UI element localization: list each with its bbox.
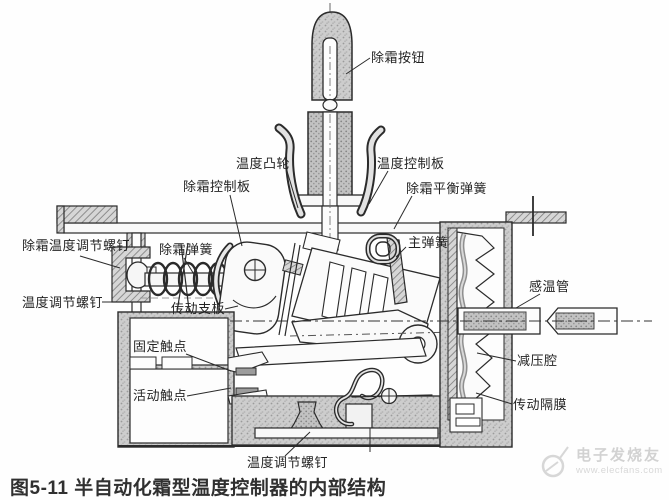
label-main-spring: 主弹簧 xyxy=(408,235,449,250)
label-temperature-control-board: 温度控制板 xyxy=(377,156,445,171)
label-defrost-balance-spring: 除霜平衡弹簧 xyxy=(406,181,488,196)
label-defrost-button: 除霜按钮 xyxy=(371,50,426,65)
fixed-contact-pad xyxy=(235,367,257,376)
stem-ball xyxy=(322,98,338,112)
defrost-button-assembly xyxy=(311,3,353,112)
figure-caption: 图5-11 半自动化霜型温度控制器的内部结构 xyxy=(10,478,387,499)
wheel-body xyxy=(218,241,286,335)
label-temperature-cam: 温度凸轮 xyxy=(236,156,291,171)
watermark: 电子发烧友 www.elecfans.com xyxy=(538,443,663,481)
label-drive-diaphragm: 传动隔膜 xyxy=(513,397,568,412)
wire-spring xyxy=(333,367,433,427)
label-temp-adjust-screw-bottom: 温度调节螺钉 xyxy=(247,455,329,470)
movable-contact-box xyxy=(129,368,229,444)
watermark-logo-icon xyxy=(541,446,569,478)
leader-lines xyxy=(79,57,541,457)
watermark-url: www.elecfans.com xyxy=(576,465,663,477)
label-defrost-temp-adjust-screw: 除霜温度调节螺钉 xyxy=(22,238,131,253)
watermark-brand: 电子发烧友 xyxy=(576,447,662,465)
label-defrost-control-board: 除霜控制板 xyxy=(183,179,251,194)
bottom-plate xyxy=(254,427,439,439)
cam-wheel xyxy=(212,241,304,335)
sensing-tube-assembly xyxy=(230,307,652,335)
label-drive-support-plate: 传动支板 xyxy=(171,301,226,316)
label-sensing-tube: 感温管 xyxy=(529,279,570,294)
label-defrost-spring: 除霜弹簧 xyxy=(159,242,214,257)
bellows-wall xyxy=(447,227,458,421)
label-fixed-contact: 固定触点 xyxy=(133,339,188,354)
label-pressure-reducing-chamber: 减压腔 xyxy=(517,353,558,368)
label-temp-adjust-screw-left: 温度调节螺钉 xyxy=(22,295,104,310)
label-movable-contact: 活动触点 xyxy=(133,388,188,403)
main-spring-part xyxy=(365,233,408,305)
